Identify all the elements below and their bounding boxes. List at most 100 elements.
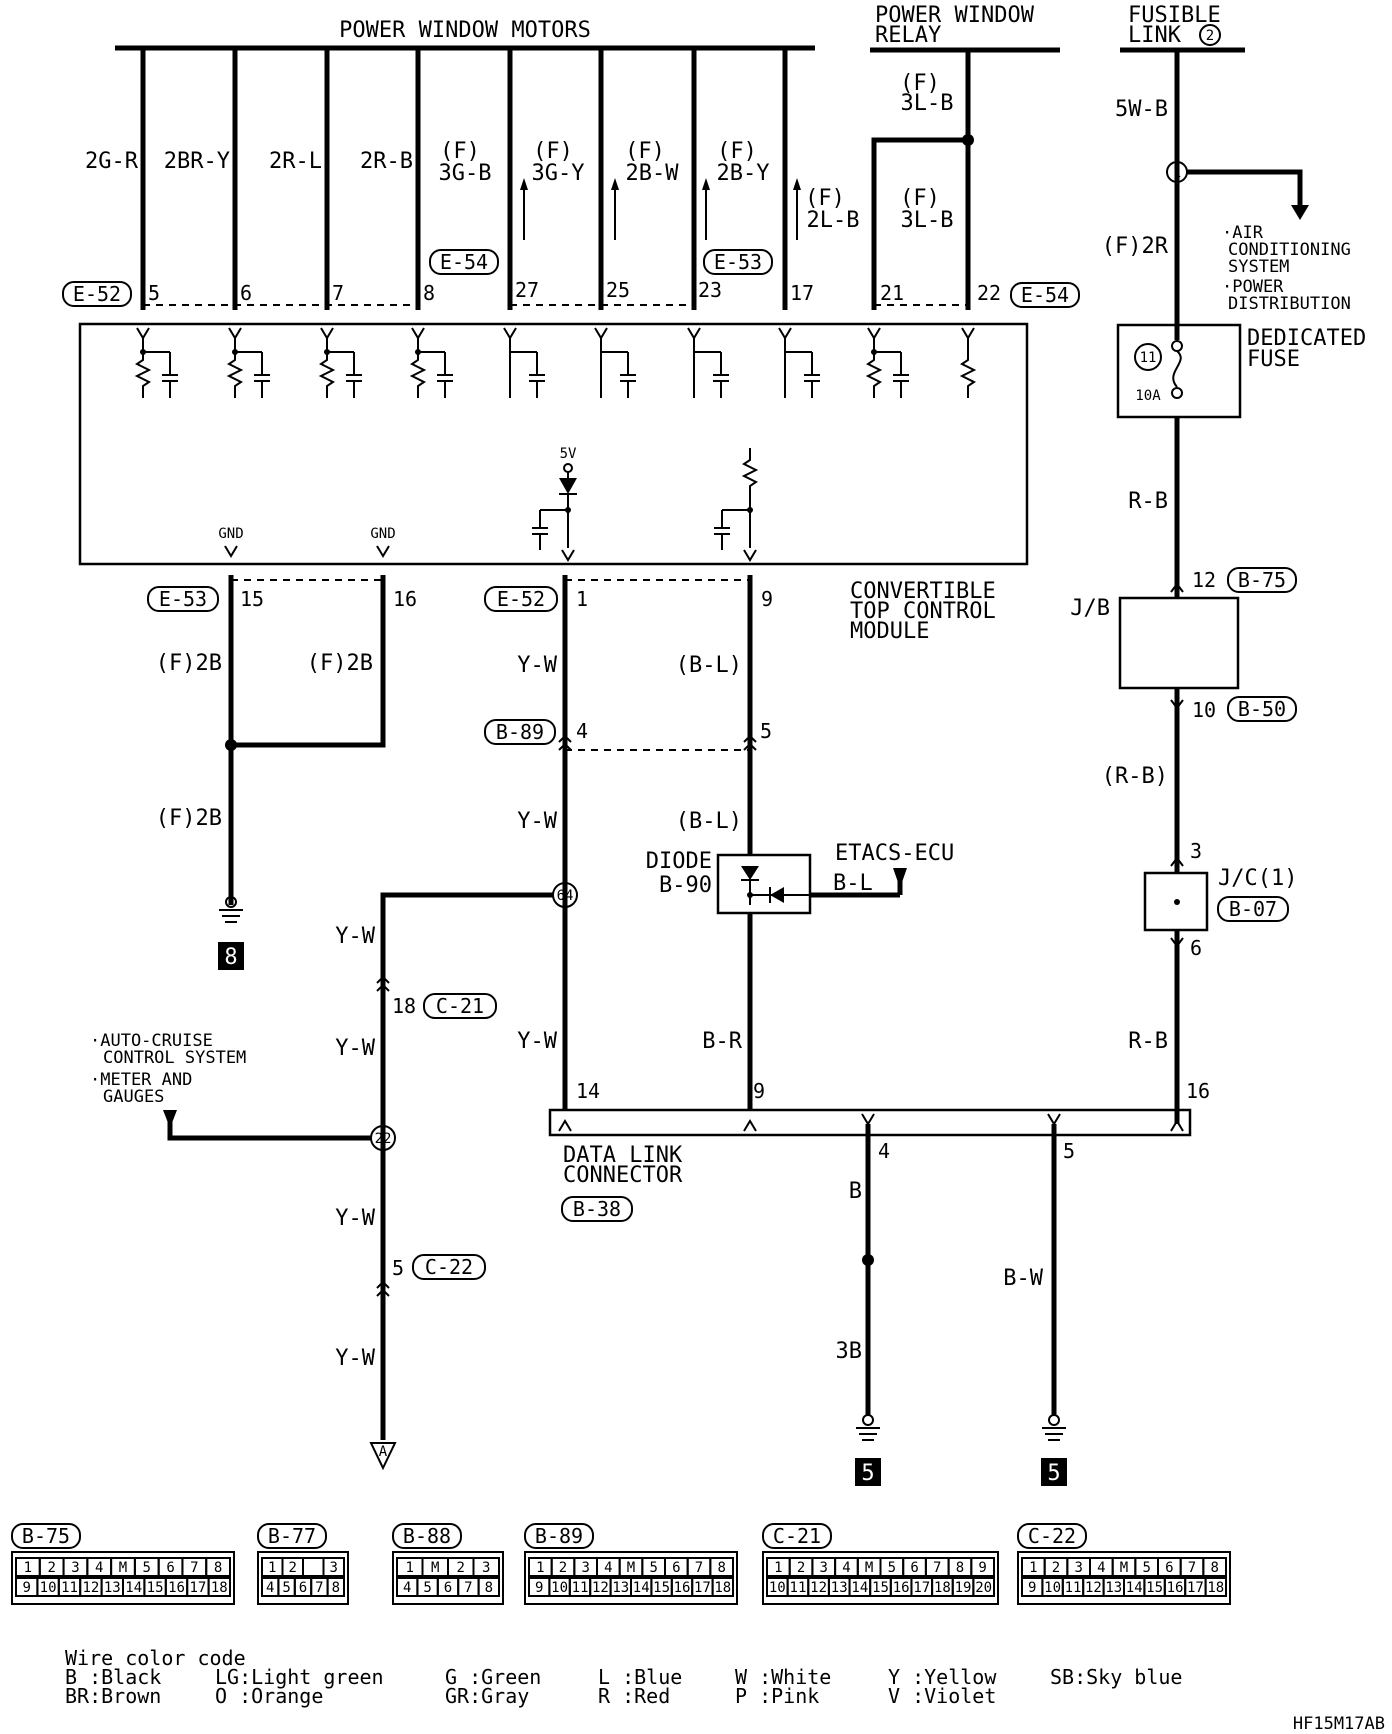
end-a-symbol	[369, 1442, 397, 1471]
ground-8-badge	[218, 942, 244, 970]
c22-pin-5: 5	[392, 1256, 404, 1280]
jb-pin-12: 12	[1192, 568, 1216, 592]
connector-pin-number: 15	[872, 1580, 889, 1596]
connector-pin-number: 1	[406, 1560, 414, 1576]
circuit-7	[687, 327, 729, 398]
tag-b89-text: B-89	[496, 720, 544, 744]
tag-e53-top-text: E-53	[714, 250, 762, 274]
connector-pin-number: 7	[190, 1560, 198, 1576]
etacs-wire-label: B-L	[833, 871, 873, 896]
gnd-pin-2	[376, 545, 390, 558]
right-branch: 1 11 10A	[1116, 50, 1309, 1124]
tag-b50	[1227, 696, 1297, 722]
connector-pin-number: 6	[910, 1560, 918, 1576]
ground-5a-badge	[855, 1458, 881, 1486]
connector-face-id: B-77	[268, 1524, 316, 1548]
tag-b07	[1217, 896, 1289, 922]
connector-pin-number: 7	[933, 1560, 941, 1576]
ground-5a-num: 5	[861, 1461, 874, 1486]
pin-15: 15	[240, 587, 264, 611]
fusible-link-num-circle	[1199, 24, 1221, 46]
pin-22: 22	[977, 281, 1001, 305]
tag-e54-right-text: E-54	[1021, 283, 1069, 307]
connector-pin-number: 4	[1097, 1560, 1105, 1576]
tag-e52-top	[62, 281, 132, 307]
tag-b38-text: B-38	[573, 1197, 621, 1221]
connector-pin-cell	[1202, 1557, 1228, 1577]
connector-pin-number: 3	[1074, 1560, 1082, 1576]
center-wire-label-bl-1: (B-L)	[676, 653, 742, 678]
connector-face-tag	[762, 1523, 832, 1549]
connector-pin-number: 8	[1210, 1560, 1218, 1576]
fusible-link-label-line1: FUSIBLE	[1128, 3, 1221, 28]
connector-face-tag	[257, 1523, 327, 1549]
legend-g: G :Green	[445, 1665, 541, 1689]
connector-pin-number: 14	[851, 1580, 868, 1596]
connector-pin-number: 4	[604, 1560, 612, 1576]
connector-pin-number: 5	[1142, 1560, 1150, 1576]
connector-pin-number: 10	[1044, 1580, 1061, 1596]
b89-pin-4: 4	[576, 719, 588, 743]
connector-pin-number: 2	[797, 1560, 805, 1576]
connector-face-body	[257, 1551, 349, 1605]
diode-b90-symbol-1	[741, 866, 759, 880]
center-wire-label-yw-1: Y-W	[517, 653, 557, 678]
branch-arrow	[1291, 205, 1309, 220]
connector-pin-number: 7	[315, 1580, 323, 1596]
dlc-pin-4: 4	[878, 1139, 890, 1163]
b89-pin-5: 5	[760, 719, 772, 743]
ground-5b-badge	[1041, 1458, 1067, 1486]
connector-pin-number: 6	[166, 1560, 174, 1576]
pin-23: 23	[698, 278, 722, 302]
connector-pin-number: 13	[612, 1580, 629, 1596]
connector-pin-number: 11	[1065, 1580, 1082, 1596]
connector-pin-number: M	[865, 1560, 873, 1576]
branch-label-1: ·AIR	[1222, 223, 1264, 243]
end-a-label: A	[379, 1444, 388, 1460]
connector-pin-number: 16	[674, 1580, 691, 1596]
connector-pin-cell	[205, 1557, 232, 1577]
branch-label-5: DISTRIBUTION	[1228, 294, 1351, 314]
wire-label-2b-w: 2B-W	[626, 161, 680, 186]
connector-face-body	[11, 1551, 235, 1605]
connector-pin-cell	[207, 1577, 232, 1597]
connector-pin-number: 20	[975, 1580, 992, 1596]
connector-pin-number: 13	[104, 1580, 121, 1596]
jc-pin-6: 6	[1190, 936, 1202, 960]
legend-w: W :White	[735, 1665, 831, 1689]
connector-face-tag	[11, 1523, 81, 1549]
connector-pin-number: M	[627, 1560, 635, 1576]
ground-wire-label-3: (F)2B	[156, 806, 222, 831]
pin-25: 25	[606, 278, 630, 302]
fuse-amp: 10A	[1135, 388, 1161, 404]
connector-pin-cell	[472, 1557, 500, 1577]
legend-br: BR:Brown	[65, 1684, 161, 1708]
wire-label-17-f: (F)	[717, 139, 757, 164]
connector-pin-number: 8	[214, 1560, 222, 1576]
connector-pin-number: 6	[1165, 1560, 1173, 1576]
connector-pin-number: 19	[955, 1580, 972, 1596]
junction-1-num: 1	[1173, 165, 1181, 181]
fusible-link-num: 2	[1206, 28, 1214, 44]
connector-pin-number: 14	[633, 1580, 650, 1596]
ground-8-terminal	[225, 896, 237, 908]
connector-face-tag	[1017, 1523, 1087, 1549]
motor-wire-labels: 2G-R 2BR-Y 2R-L 2R-B (F) 3G-B (F) 3G-Y (…	[85, 71, 953, 233]
dlc-pin-14: 14	[576, 1079, 600, 1103]
connector-pin-number: 2	[47, 1560, 55, 1576]
pin-21: 21	[880, 281, 904, 305]
left-wire-label-yw-3: Y-W	[335, 1206, 375, 1231]
right-wire-label-r-b-3: R-B	[1128, 1029, 1168, 1054]
module-diode	[559, 478, 577, 494]
connector-pin-number: 5	[143, 1560, 151, 1576]
figure-code: HF15M17AB	[1293, 1714, 1385, 1734]
motor-wires	[140, 48, 974, 310]
tag-e52-bottom-text: E-52	[497, 587, 545, 611]
connector-pin-number: 2	[1052, 1560, 1060, 1576]
connector-face-tag	[524, 1523, 594, 1549]
fuse-num: 11	[1140, 350, 1157, 366]
wire-label-3g-b: 3G-B	[439, 161, 492, 186]
